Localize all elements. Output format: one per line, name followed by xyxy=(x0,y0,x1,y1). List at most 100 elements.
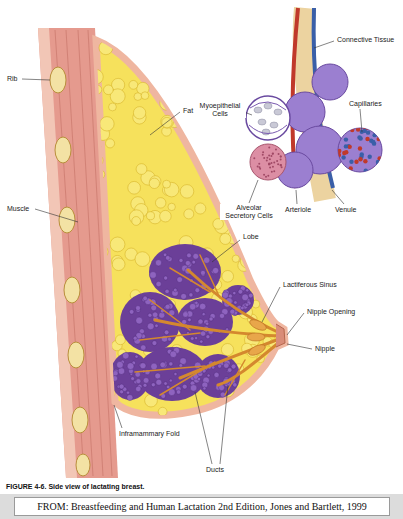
alveolus-cluster xyxy=(150,272,157,279)
fat-globule xyxy=(251,139,259,147)
alveolus-cluster xyxy=(135,355,138,358)
alveolus-cluster xyxy=(230,309,235,314)
alveolus-cluster xyxy=(218,364,222,368)
fat-globule xyxy=(200,150,214,164)
fat-globule xyxy=(90,154,103,167)
alveolus-cluster xyxy=(126,391,129,394)
secretory-cell xyxy=(268,163,270,165)
alveolus-cluster xyxy=(174,372,177,375)
alveolus-cluster xyxy=(127,394,133,400)
myoepithelial-cells xyxy=(254,103,282,135)
alveolus-cluster xyxy=(202,313,205,316)
illustration-part xyxy=(314,41,334,48)
secretory-cell xyxy=(272,166,274,168)
fat-globule xyxy=(133,107,145,119)
secretory-cell xyxy=(266,157,268,159)
arteriole-label: Arteriole xyxy=(284,206,312,214)
secretory-cell xyxy=(266,160,268,162)
alveolus-cluster xyxy=(219,313,224,318)
secretory-cell xyxy=(263,157,265,159)
illustration-part xyxy=(212,240,240,262)
alveolus-cluster xyxy=(168,337,172,341)
illustration-part xyxy=(248,318,268,333)
alveolus-cluster xyxy=(156,281,161,286)
illustration-part xyxy=(287,313,304,335)
capillary xyxy=(339,166,343,170)
muscle-label: Muscle xyxy=(6,205,30,213)
alveolus-cluster xyxy=(231,364,236,369)
fat-globule xyxy=(95,397,106,408)
alveolus-cluster xyxy=(173,288,177,292)
lobe-label: Lobe xyxy=(242,233,260,241)
fat-globule xyxy=(201,67,214,80)
capillary xyxy=(375,126,379,130)
capillary xyxy=(349,160,353,164)
fat-globule xyxy=(110,237,125,252)
alveolus-cluster xyxy=(182,384,187,389)
secretory-cell xyxy=(280,155,282,157)
capillary xyxy=(358,157,362,161)
secretory-cell xyxy=(262,154,264,156)
fat-globule xyxy=(168,203,175,210)
alveolus-cluster xyxy=(119,384,124,389)
fat-globule xyxy=(99,41,113,55)
myoepithelial-strand xyxy=(249,102,287,134)
alveolus-cluster xyxy=(195,288,200,293)
secretory-cell xyxy=(271,171,273,173)
fat-globule xyxy=(160,210,172,222)
illustration-part xyxy=(55,137,71,163)
alveolus-cluster xyxy=(151,305,157,311)
illustration-part xyxy=(114,405,122,428)
alveolus-cluster xyxy=(155,373,161,379)
secretory-cell xyxy=(262,151,264,153)
fat-globule xyxy=(140,52,148,60)
alveolus-cluster xyxy=(169,379,172,382)
capillary xyxy=(376,160,380,164)
capillary xyxy=(368,155,372,159)
alveolus-cluster xyxy=(187,253,192,258)
skin-layer xyxy=(38,28,77,478)
leader-lines xyxy=(22,41,362,464)
fat-globule xyxy=(135,252,150,267)
fat-globule xyxy=(264,266,271,273)
secretory-cell xyxy=(281,166,283,168)
rib-bones xyxy=(50,67,90,476)
alveolus-cluster xyxy=(164,330,169,335)
secretory-cell xyxy=(257,166,259,168)
alveolus-cluster xyxy=(190,385,197,392)
alveolar-cells-label: Alveolar Secretory Cells xyxy=(220,204,278,220)
secretory-cell xyxy=(269,158,271,160)
alveolus-cluster xyxy=(165,304,170,309)
capillary xyxy=(372,167,376,171)
fat-globule xyxy=(204,131,215,142)
alveolus-cutaway xyxy=(246,96,290,140)
fat-globule xyxy=(129,80,138,89)
ducts xyxy=(135,255,282,395)
capillary xyxy=(350,128,354,132)
fat-globule xyxy=(255,192,265,202)
illustration-part xyxy=(180,338,282,378)
alveolus-cluster xyxy=(176,390,181,395)
fat-globule xyxy=(165,71,173,79)
illustration-part xyxy=(262,287,280,322)
illustration-part xyxy=(247,333,265,341)
alveolus-cluster xyxy=(203,387,206,390)
secretory-cell xyxy=(275,148,277,150)
illustration-part xyxy=(66,30,93,476)
fat-globule xyxy=(195,203,206,214)
alveolus-cluster xyxy=(129,310,134,315)
fat-globule xyxy=(213,148,225,160)
alveolus-cluster xyxy=(136,317,143,324)
nipple-opening-label: Nipple Opening xyxy=(306,308,356,316)
illustration-part xyxy=(360,109,362,132)
alveolus-cluster xyxy=(200,270,205,275)
fat-globule xyxy=(240,253,255,268)
capillary xyxy=(354,160,358,164)
alveolus-cluster xyxy=(156,379,162,385)
illustration-part xyxy=(332,190,344,204)
illustration-part xyxy=(64,277,80,303)
alveolus-cluster xyxy=(122,352,129,359)
alveolus-cluster xyxy=(112,376,118,382)
ducts-label: Ducts xyxy=(205,466,225,474)
fat-globule xyxy=(147,68,157,78)
